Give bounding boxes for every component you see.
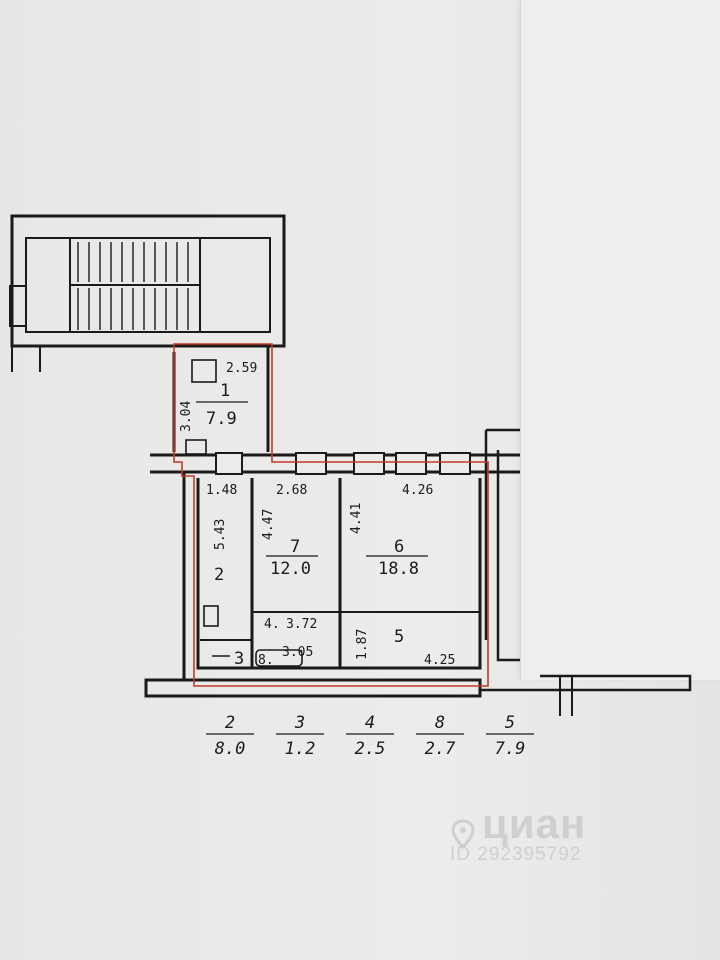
room-3-number: 3 [234,649,244,669]
dim-4-41: 4.41 [349,503,364,534]
room-1-area: 7.9 [206,409,237,429]
room-8-number: 8. [258,653,274,668]
windows [215,452,471,475]
dim-5-43: 5.43 [213,519,228,550]
dim-1-87: 1.87 [355,629,370,660]
dim-4-47: 4.47 [261,509,276,540]
legend-room-number: 2 [225,713,235,733]
room-5-number: 5 [394,627,404,647]
watermark-name: циан [482,800,587,847]
watermark-id: ID 292395792 [450,844,582,865]
dim-4-25: 4.25 [424,653,455,668]
legend-room-area: 1.2 [285,739,316,759]
legend-room-area: 2.7 [425,739,456,759]
legend-room-number: 3 [294,713,305,733]
dim-3-04: 3.04 [179,401,194,432]
dim-4-26: 4.26 [402,483,433,498]
legend-room-area: 7.9 [495,739,526,759]
stair-steps [77,242,189,330]
dim-1-48: 1.48 [206,483,237,498]
paper-sheet-right [520,0,720,680]
dim-2-68: 2.68 [276,483,307,498]
room-6-number: 6 [394,537,404,557]
room-7-number: 7 [290,537,300,557]
legend-room-number: 4 [365,713,375,733]
staircase [9,214,286,372]
legend-room-number: 5 [505,713,515,733]
legend-room-area: 8.0 [215,739,246,759]
fixtures [185,359,303,667]
legend-room-number: 8 [435,713,445,733]
dimension-labels: 2.59 3.04 1.48 2.68 4.26 5.43 4.47 4.41 … [179,361,455,668]
legend-room-area: 2.5 [355,739,386,759]
dim-3-05: 3.05 [282,645,313,660]
apartment-outline [173,343,489,687]
room-6-area: 18.8 [378,559,419,579]
area-legend: 2 8.0 3 1.2 4 2.5 8 2.7 5 7.9 [206,713,534,759]
room-7-area: 12.0 [270,559,311,579]
room-labels: 1 7.9 2 3 7 12.0 6 18.8 5 8. [196,381,428,669]
dim-4: 4. [264,617,280,632]
dim-3-72: 3.72 [286,617,317,632]
room-1-number: 1 [220,381,230,401]
location-pin-icon [450,811,476,850]
cian-watermark: циан ID 292395792 [450,800,680,866]
room-2-number: 2 [214,565,224,585]
dim-2-59: 2.59 [226,361,257,376]
